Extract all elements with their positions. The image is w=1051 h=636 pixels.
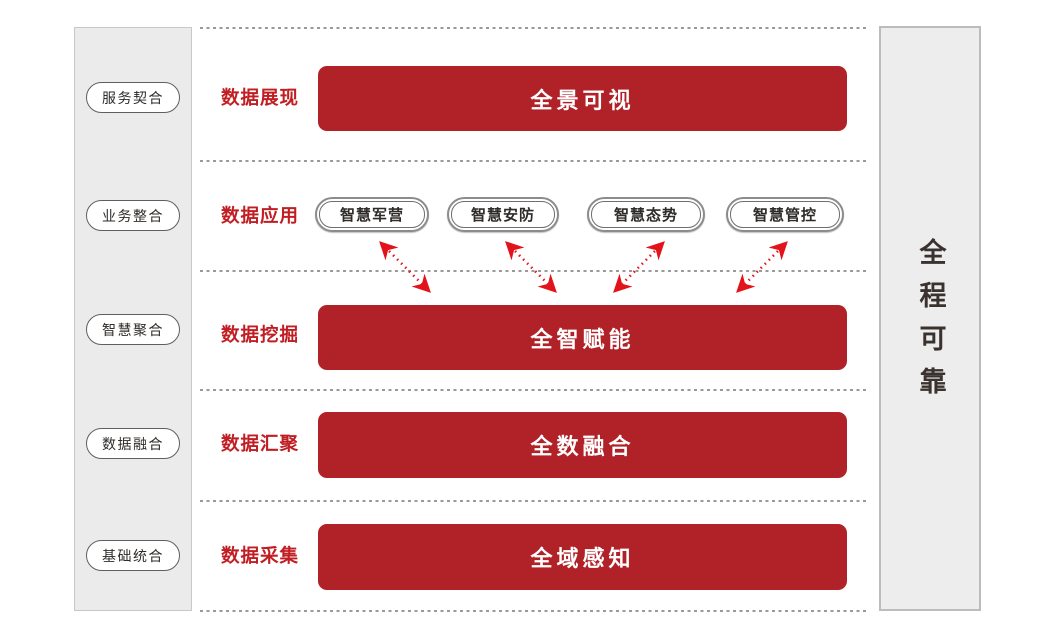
- sidebar-pill-data-fusion: 数据融合: [86, 428, 180, 459]
- right-reliability-panel: 全程可靠: [879, 26, 981, 611]
- banner-label: 全智赋能: [530, 326, 635, 352]
- dotted-separator: [200, 270, 867, 272]
- dotted-separator: [200, 500, 867, 502]
- flow-arrow-3: [613, 241, 665, 293]
- sidebar-pill-basic-unification: 基础统合: [86, 540, 180, 571]
- sidebar-pill-business-integration: 业务整合: [86, 200, 180, 231]
- dotted-separator: [200, 389, 867, 391]
- row-label-data-mining: 数据挖掘: [221, 324, 300, 345]
- banner-full-intelligence-empowerment: 全智赋能: [318, 305, 847, 370]
- app-pill-label: 智慧军营: [319, 201, 425, 228]
- flow-arrow-4: [736, 241, 788, 293]
- dotted-separator: [200, 27, 867, 29]
- banner-label: 全域感知: [530, 546, 635, 571]
- banner-label: 全数融合: [530, 434, 635, 459]
- app-pill-label: 智慧安防: [451, 201, 555, 228]
- banner-full-data-fusion: 全数融合: [318, 412, 847, 478]
- app-pill-smart-security: 智慧安防: [447, 197, 559, 232]
- reliability-vertical-label: 全程可靠: [915, 237, 946, 410]
- row-label-data-convergence: 数据汇聚: [221, 433, 300, 454]
- banner-full-domain-sensing: 全域感知: [318, 524, 847, 590]
- app-pill-smart-control: 智慧管控: [726, 197, 844, 232]
- flow-arrow-1: [379, 241, 431, 293]
- sidebar-pill-label: 数据融合: [102, 435, 164, 452]
- app-pill-smart-situation: 智慧态势: [587, 197, 705, 232]
- dotted-separator: [200, 610, 867, 612]
- app-pill-label: 智慧态势: [591, 201, 701, 228]
- sidebar-pill-label: 服务契合: [102, 89, 164, 106]
- row-label-data-display: 数据展现: [221, 87, 300, 108]
- flow-arrow-2: [505, 241, 557, 293]
- sidebar-pill-label: 智慧聚合: [102, 321, 164, 338]
- sidebar-pill-wisdom-aggregation: 智慧聚合: [86, 314, 180, 345]
- app-pill-label: 智慧管控: [730, 201, 840, 228]
- dotted-separator: [200, 160, 867, 162]
- sidebar-pill-service-fit: 服务契合: [86, 82, 180, 113]
- row-label-data-collection: 数据采集: [221, 545, 300, 566]
- sidebar-pill-label: 业务整合: [102, 207, 164, 224]
- row-label-data-application: 数据应用: [221, 205, 300, 226]
- app-pill-smart-barracks: 智慧军营: [315, 197, 429, 232]
- sidebar-pill-label: 基础统合: [102, 547, 164, 564]
- banner-panoramic-visibility: 全景可视: [318, 66, 847, 131]
- banner-label: 全景可视: [530, 87, 635, 113]
